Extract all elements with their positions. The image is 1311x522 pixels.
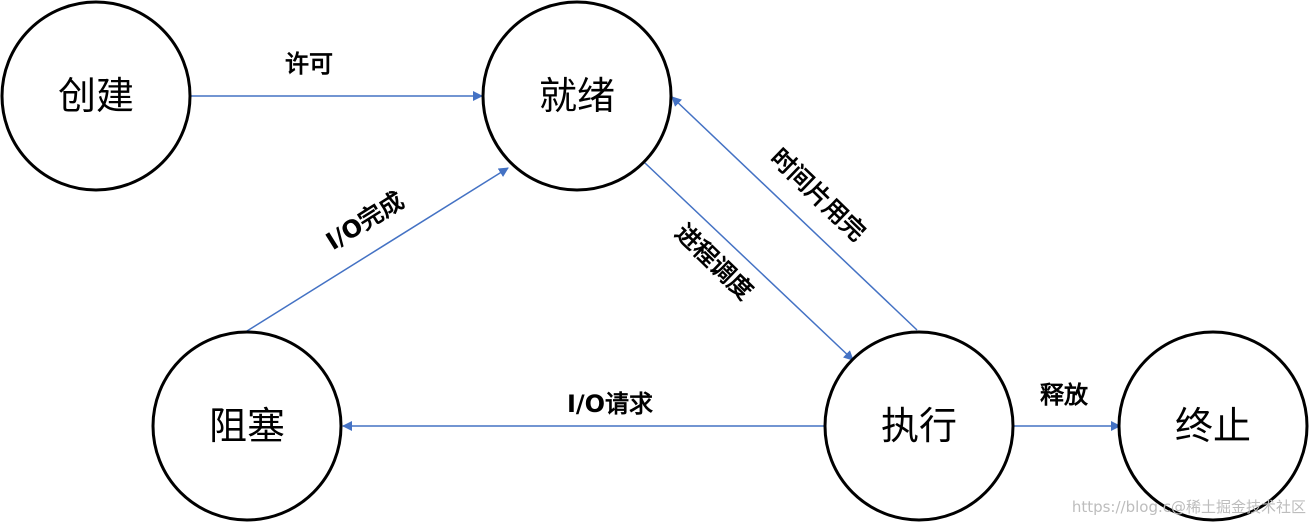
node-blocked: 阻塞 xyxy=(151,330,343,522)
node-terminated: 终止 xyxy=(1117,330,1309,522)
watermark: https://blog.c@稀土掘金技术社区 xyxy=(1072,498,1306,516)
node-create: 创建 xyxy=(0,0,192,192)
node-blocked-label: 阻塞 xyxy=(209,404,285,448)
edge-label-io-request: I/O请求 xyxy=(567,390,653,418)
node-ready-label: 就绪 xyxy=(539,74,615,118)
edge-label-io-complete: I/O完成 xyxy=(321,186,409,255)
edge-label-release: 释放 xyxy=(1040,381,1089,409)
edge-label-timeslice: 时间片用完 xyxy=(765,143,871,247)
node-running: 执行 xyxy=(823,330,1015,522)
node-terminated-label: 终止 xyxy=(1175,404,1251,448)
edge-label-schedule: 进程调度 xyxy=(670,219,759,307)
edge-blocked-to-ready xyxy=(246,167,509,332)
node-create-label: 创建 xyxy=(58,74,134,118)
edge-running-to-ready xyxy=(671,96,918,331)
edge-ready-to-running xyxy=(644,162,854,361)
node-running-label: 执行 xyxy=(881,404,957,448)
edge-label-create-to-ready: 许可 xyxy=(285,50,333,78)
node-ready: 就绪 xyxy=(481,0,673,192)
